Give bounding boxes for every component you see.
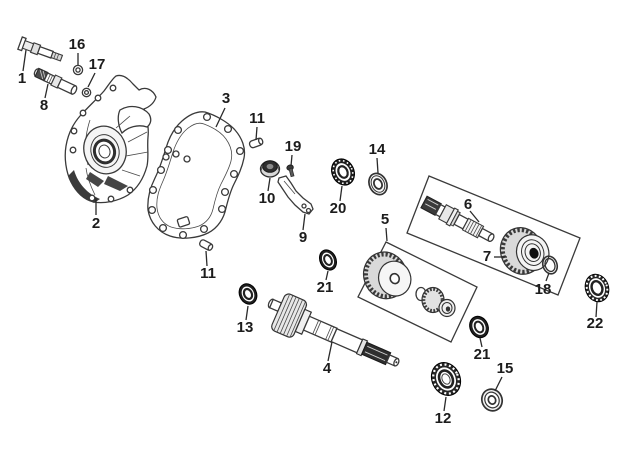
- part-11-dowel-pin-lower: [199, 239, 214, 251]
- callout-label-21-b: 21: [474, 346, 491, 363]
- part-14-ball-bearing: [368, 172, 388, 196]
- callout-labels: 1 2 3 4 5 6 7 8 9 10 11 11 12 13 14 15 1…: [18, 36, 604, 427]
- part-8-spindle-shaft: [33, 67, 78, 95]
- callout-label-13: 13: [237, 319, 254, 336]
- part-21-oil-seal-a: [318, 249, 338, 271]
- callout-label-7: 7: [483, 248, 491, 265]
- part-17-washer: [81, 87, 92, 98]
- callout-label-20: 20: [330, 200, 347, 217]
- part-20-oil-seal: [331, 158, 355, 186]
- part-5-large-gear: [362, 251, 412, 300]
- leader-lines: [22, 49, 598, 412]
- callout-label-6: 6: [464, 196, 472, 213]
- callout-label-3: 3: [222, 90, 230, 107]
- callout-label-14: 14: [369, 141, 386, 158]
- part-6-input-shaft: [420, 195, 495, 243]
- callout-label-2: 2: [92, 215, 100, 232]
- part-13-oil-seal: [238, 283, 258, 305]
- callout-label-11-lower: 11: [200, 265, 216, 282]
- callout-label-5: 5: [381, 211, 389, 228]
- callout-label-4: 4: [323, 360, 332, 377]
- part-9-lever-arm: [277, 175, 314, 215]
- callout-label-8: 8: [40, 97, 48, 114]
- part-3-cover-gasket: [147, 111, 246, 240]
- part-22-ball-bearing: [584, 273, 610, 303]
- callout-label-16: 16: [69, 36, 86, 53]
- part-10-flange-nut: [259, 160, 281, 178]
- part-1-flange-bolt: [17, 36, 64, 62]
- part-15-ball-bearing: [480, 388, 504, 412]
- part-2-transmission-cover: [64, 74, 157, 204]
- part-12-ball-bearing: [430, 361, 462, 397]
- callout-label-22: 22: [587, 315, 604, 332]
- part-4-final-drive-shaft: [267, 293, 400, 367]
- part-19-small-screw: [286, 164, 295, 178]
- callout-label-10: 10: [259, 190, 276, 207]
- callout-label-11-upper: 11: [249, 110, 265, 127]
- part-18-snap-ring: [541, 255, 559, 275]
- part-5-pinion-gear: [415, 286, 456, 318]
- part-11-dowel-pin-upper: [248, 137, 264, 149]
- callout-label-17: 17: [89, 56, 106, 73]
- callout-label-12: 12: [435, 410, 452, 427]
- part-16-washer: [72, 64, 84, 76]
- callout-label-21-a: 21: [317, 279, 334, 296]
- callout-label-1: 1: [18, 70, 26, 87]
- callout-label-15: 15: [497, 360, 514, 377]
- part-21-oil-seal-b: [469, 315, 489, 339]
- callout-label-9: 9: [299, 229, 307, 246]
- callout-label-19: 19: [285, 138, 302, 155]
- callout-label-18: 18: [535, 281, 552, 298]
